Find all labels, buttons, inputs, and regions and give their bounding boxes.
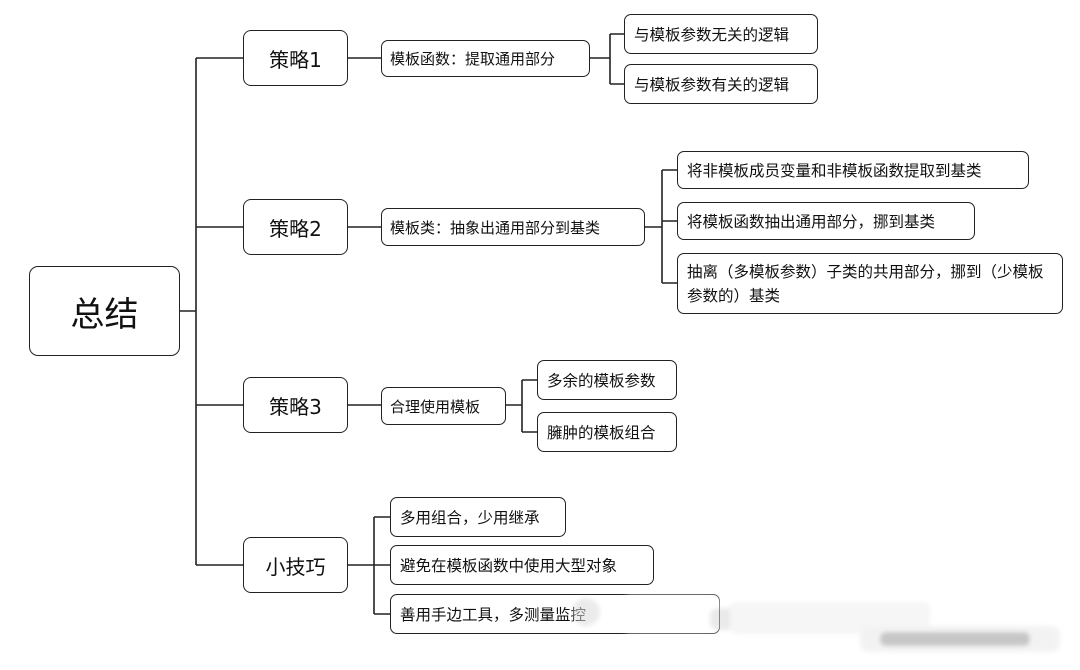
tips-leaf-1-label: 多用组合，少用继承 (400, 509, 540, 527)
connector-s2-leaves (645, 169, 677, 284)
tips-leaf-2[interactable]: 避免在模板函数中使用大型对象 (390, 545, 654, 585)
strategy-3-mid-node[interactable]: 合理使用模板 (381, 387, 506, 425)
strategy-1-mid-label: 模板函数：提取通用部分 (390, 50, 556, 68)
tips-node[interactable]: 小技巧 (243, 537, 348, 593)
strategy-2-mid-node[interactable]: 模板类：抽象出通用部分到基类 (381, 208, 645, 246)
strategy-2-node[interactable]: 策略2 (243, 199, 348, 255)
strategy-2-leaf-2[interactable]: 将模板函数抽出通用部分，挪到基类 (677, 202, 975, 240)
strategy-2-leaf-1-label: 将非模板成员变量和非模板函数提取到基类 (687, 162, 982, 180)
strategy-1-leaf-1[interactable]: 与模板参数无关的逻辑 (624, 14, 818, 54)
strategy-3-leaf-2[interactable]: 臃肿的模板组合 (537, 412, 677, 452)
strategy-2-label: 策略2 (269, 216, 322, 241)
root-node[interactable]: 总结 (29, 266, 180, 356)
strategy-2-leaf-2-label: 将模板函数抽出通用部分，挪到基类 (687, 213, 936, 231)
strategy-1-label: 策略1 (269, 47, 322, 72)
strategy-1-leaf-2-label: 与模板参数有关的逻辑 (634, 76, 790, 94)
tips-leaf-1[interactable]: 多用组合，少用继承 (390, 497, 566, 537)
connector-root-trunk (180, 57, 243, 566)
strategy-2-leaf-3-label: 抽离（多模板参数）子类的共用部分，挪到（少模板参数的）基类 (687, 262, 1044, 305)
strategy-1-mid-node[interactable]: 模板函数：提取通用部分 (381, 40, 590, 77)
strategy-2-leaf-1[interactable]: 将非模板成员变量和非模板函数提取到基类 (677, 151, 1029, 189)
tips-label: 小技巧 (265, 554, 326, 579)
tips-leaf-3[interactable]: 善用手边工具，多测量监控 (390, 594, 720, 634)
strategy-1-node[interactable]: 策略1 (243, 30, 348, 86)
strategy-3-label: 策略3 (269, 394, 322, 419)
strategy-1-leaf-1-label: 与模板参数无关的逻辑 (634, 26, 790, 44)
connector-s3-leaves (506, 379, 537, 433)
strategy-1-leaf-2[interactable]: 与模板参数有关的逻辑 (624, 64, 818, 104)
strategy-2-leaf-3[interactable]: 抽离（多模板参数）子类的共用部分，挪到（少模板参数的）基类 (677, 253, 1063, 314)
strategy-2-mid-label: 模板类：抽象出通用部分到基类 (390, 218, 601, 237)
tips-leaf-3-label: 善用手边工具，多测量监控 (400, 606, 587, 624)
strategy-3-leaf-1-label: 多余的模板参数 (547, 372, 656, 390)
strategy-3-mid-label: 合理使用模板 (390, 397, 481, 416)
strategy-3-leaf-1[interactable]: 多余的模板参数 (537, 360, 677, 400)
root-label: 总结 (70, 294, 139, 335)
strategy-3-node[interactable]: 策略3 (243, 377, 348, 433)
strategy-3-leaf-2-label: 臃肿的模板组合 (547, 424, 656, 442)
connector-tips-leaves (348, 516, 390, 615)
tips-leaf-2-label: 避免在模板函数中使用大型对象 (400, 557, 618, 575)
connector-s1-leaves (590, 33, 624, 85)
